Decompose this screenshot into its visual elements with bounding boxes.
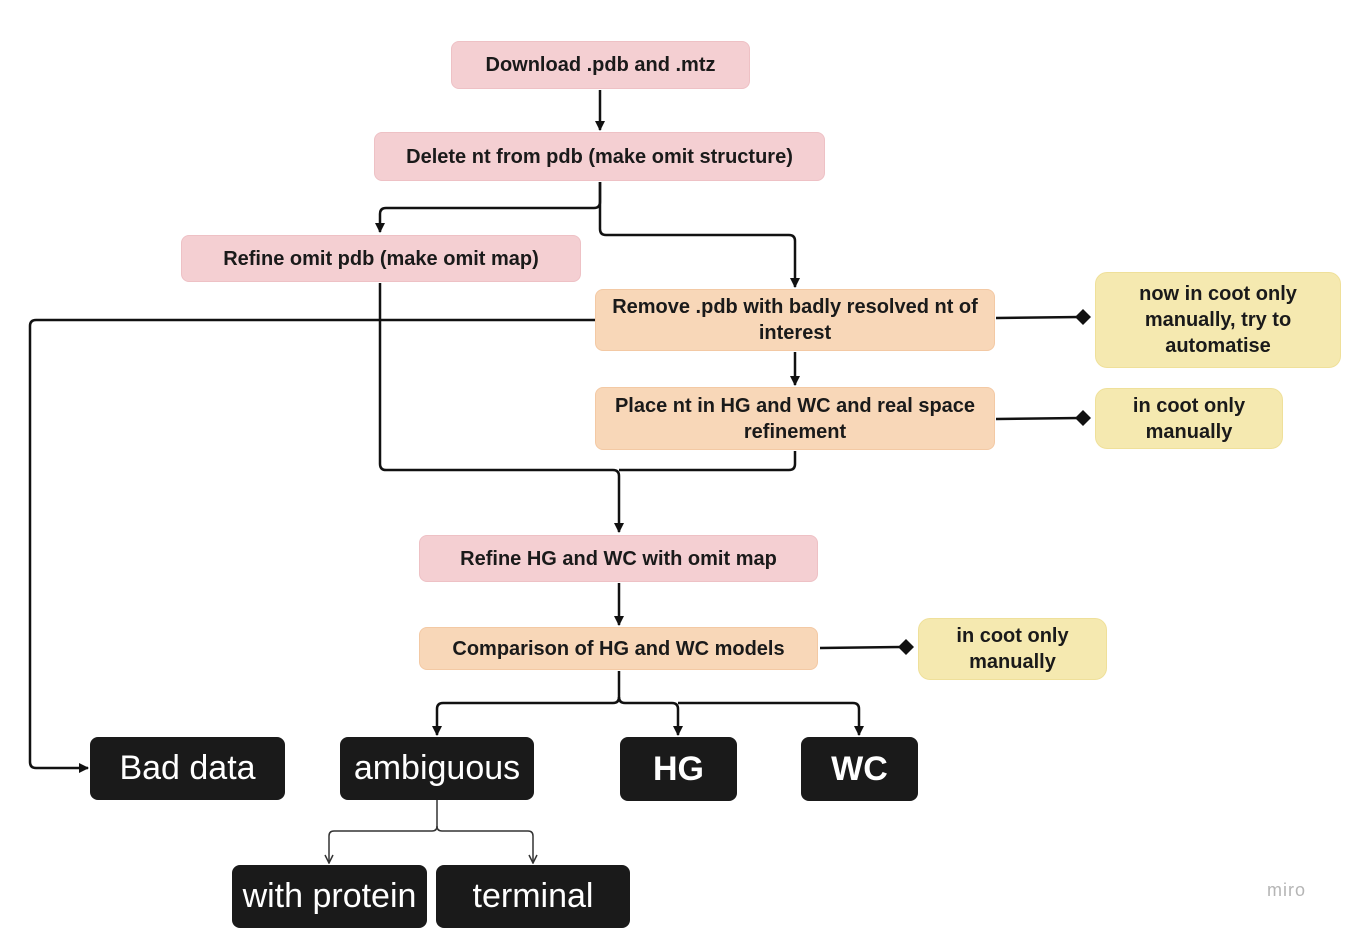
diamond-marker-remove xyxy=(1075,309,1091,325)
edge-comparison-to-ambiguous xyxy=(432,671,621,736)
edge-delete-to-remove xyxy=(598,182,800,288)
diamond-marker-comparison xyxy=(898,639,914,655)
place-note: in coot only manually xyxy=(1095,388,1283,449)
comparison-step: Comparison of HG and WC models xyxy=(419,627,818,670)
download-step: Download .pdb and .mtz xyxy=(451,41,750,89)
bad-data-outcome: Bad data xyxy=(90,737,285,800)
diamond-marker-place xyxy=(1075,410,1091,426)
miro-watermark: miro xyxy=(1267,880,1306,900)
remove-pdb-step: Remove .pdb with badly resolved nt of in… xyxy=(595,289,995,351)
refine-omit-step: Refine omit pdb (make omit map) xyxy=(181,235,581,282)
wc-outcome: WC xyxy=(801,737,918,801)
place-nt-step: Place nt in HG and WC and real space ref… xyxy=(595,387,995,450)
ambiguous-outcome: ambiguous xyxy=(340,737,534,800)
comparison-note: in coot only manually xyxy=(918,618,1107,680)
edge-ambiguous-to-with-protein xyxy=(329,800,438,863)
terminal-outcome: terminal xyxy=(436,865,630,928)
refine-hg-wc-step: Refine HG and WC with omit map xyxy=(419,535,818,582)
edge-comparison-to-wc xyxy=(678,701,864,736)
hg-outcome: HG xyxy=(620,737,737,801)
edge-place-to-note xyxy=(995,416,1081,421)
edge-comparison-to-hg xyxy=(617,696,683,736)
edge-refine-omit-to-merge xyxy=(378,283,624,533)
edge-delete-to-refine-omit xyxy=(375,182,602,233)
edge-remove-to-note xyxy=(995,315,1081,320)
remove-note: now in coot only manually, try to automa… xyxy=(1095,272,1341,368)
delete-nt-step: Delete nt from pdb (make omit structure) xyxy=(374,132,825,181)
edge-place-to-merge xyxy=(619,451,797,472)
with-protein-outcome: with protein xyxy=(232,865,427,928)
edge-ambiguous-to-terminal xyxy=(436,825,533,863)
edge-remove-to-bad-data xyxy=(28,318,595,773)
edge-comparison-to-note xyxy=(819,645,903,650)
